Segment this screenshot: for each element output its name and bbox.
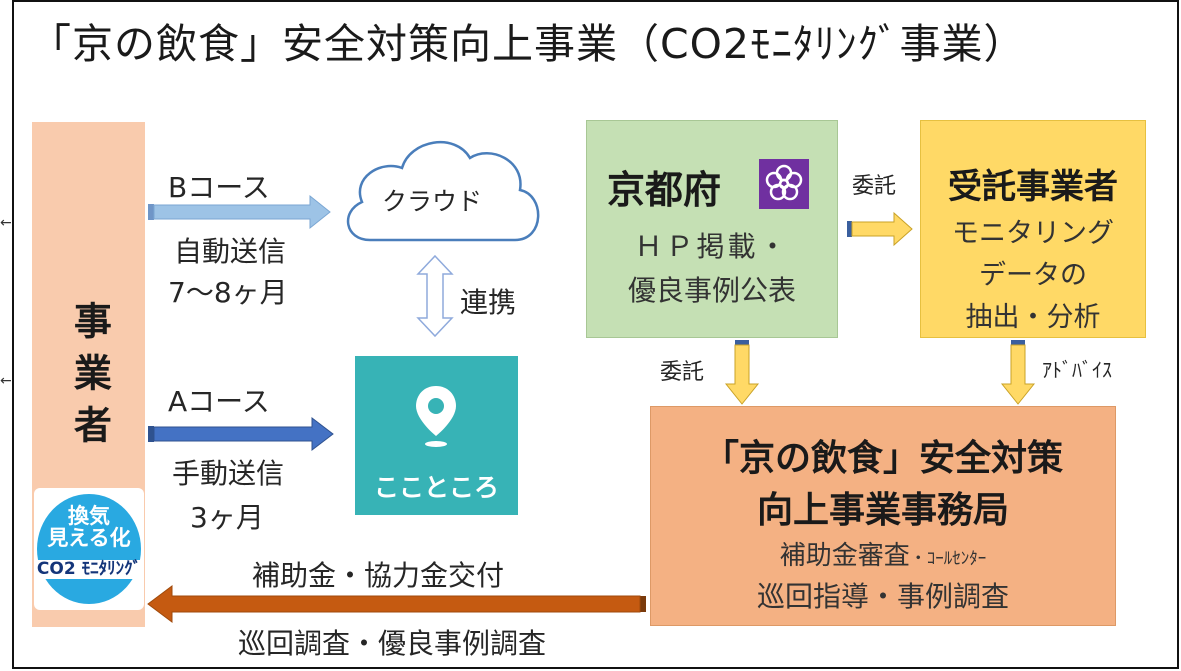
contractor-title: 受託事業者 bbox=[948, 167, 1118, 207]
consignment-label-vertical: 委託 bbox=[660, 360, 705, 385]
arrow-kyoto-to-contractor bbox=[847, 211, 913, 247]
app-tile: ここところ bbox=[355, 356, 518, 515]
secretariat-review: 補助金審査 bbox=[779, 541, 910, 571]
consignment-label-horizontal: 委託 bbox=[852, 174, 897, 199]
arrow-course-a bbox=[148, 416, 334, 452]
arrow-contractor-to-office bbox=[1000, 340, 1036, 405]
arrow-kyoto-to-office bbox=[724, 340, 760, 405]
edge-glyph: ← bbox=[0, 373, 12, 389]
arrow-office-to-operators bbox=[147, 585, 646, 623]
secretariat-title-2: 向上事業事務局 bbox=[756, 490, 1009, 531]
secretariat-call-center: ・ｺｰﾙｾﾝﾀｰ bbox=[909, 549, 987, 569]
kyoto-line-1: ＨＰ掲載・ bbox=[634, 230, 790, 263]
logo-line-3: CO2 ﾓﾆﾀﾘﾝｸﾞ bbox=[34, 560, 144, 579]
subsidy-label: 補助金・協力金交付 bbox=[252, 559, 505, 592]
advice-label: ｱﾄﾞﾊﾞｲｽ bbox=[1042, 358, 1112, 382]
secretariat-line-3: 補助金審査・ｺｰﾙｾﾝﾀｰ bbox=[651, 535, 1115, 572]
link-label: 連携 bbox=[460, 286, 517, 319]
secretariat-box: 「京の飲食」安全対策 向上事業事務局 補助金審査・ｺｰﾙｾﾝﾀｰ 巡回指導・事例… bbox=[650, 406, 1116, 626]
logo-line-1: 換気 bbox=[68, 504, 110, 528]
logo-badge bbox=[37, 494, 141, 604]
kyoto-crest-icon bbox=[759, 159, 809, 209]
contractor-description: モニタリング データの 抽出・分析 bbox=[921, 213, 1145, 339]
location-pin-icon bbox=[416, 386, 456, 447]
diagram-frame bbox=[12, 0, 1179, 669]
course-a-mode: 手動送信 bbox=[172, 457, 285, 490]
secretariat-line-4: 巡回指導・事例調査 bbox=[756, 580, 1009, 613]
course-a-label: Aコース bbox=[168, 385, 270, 418]
secretariat-title-1: 「京の飲食」安全対策 bbox=[702, 438, 1063, 479]
ventilation-logo: 換気 見える化 CO2 ﾓﾆﾀﾘﾝｸﾞ bbox=[34, 488, 144, 610]
inspection-label: 巡回調査・優良事例調査 bbox=[238, 627, 547, 660]
course-b-mode: 自動送信 bbox=[174, 235, 287, 268]
kyoto-line-2: 優良事例公表 bbox=[627, 274, 796, 307]
app-name: ここところ bbox=[373, 473, 499, 502]
cloud-shape bbox=[346, 141, 540, 242]
edge-glyph: ← bbox=[0, 215, 12, 231]
link-double-arrow bbox=[416, 254, 454, 338]
kyoto-title: 京都府 bbox=[607, 168, 722, 212]
contractor-line: モニタリング bbox=[952, 218, 1114, 249]
contractor-box: 受託事業者 モニタリング データの 抽出・分析 bbox=[920, 120, 1146, 338]
arrow-course-b bbox=[148, 194, 331, 230]
contractor-line: 抽出・分析 bbox=[965, 301, 1101, 333]
contractor-line: データの bbox=[979, 259, 1087, 291]
course-b-period: 7〜8ヶ月 bbox=[168, 276, 288, 309]
cloud-label: クラウド bbox=[382, 187, 483, 216]
logo-line-2: 見える化 bbox=[47, 526, 131, 550]
operators-label: 事業者 bbox=[32, 294, 145, 464]
course-a-period: 3ヶ月 bbox=[190, 501, 264, 534]
kyoto-prefecture-box: 京都府 ＨＰ掲載・ 優良事例公表 bbox=[586, 120, 838, 338]
diagram-title: 「京の飲食」安全対策向上事業（CO2ﾓﾆﾀﾘﾝｸﾞ事業） bbox=[30, 20, 1026, 68]
course-b-label: Bコース bbox=[168, 171, 270, 204]
operators-char: 事業者 bbox=[67, 301, 112, 457]
